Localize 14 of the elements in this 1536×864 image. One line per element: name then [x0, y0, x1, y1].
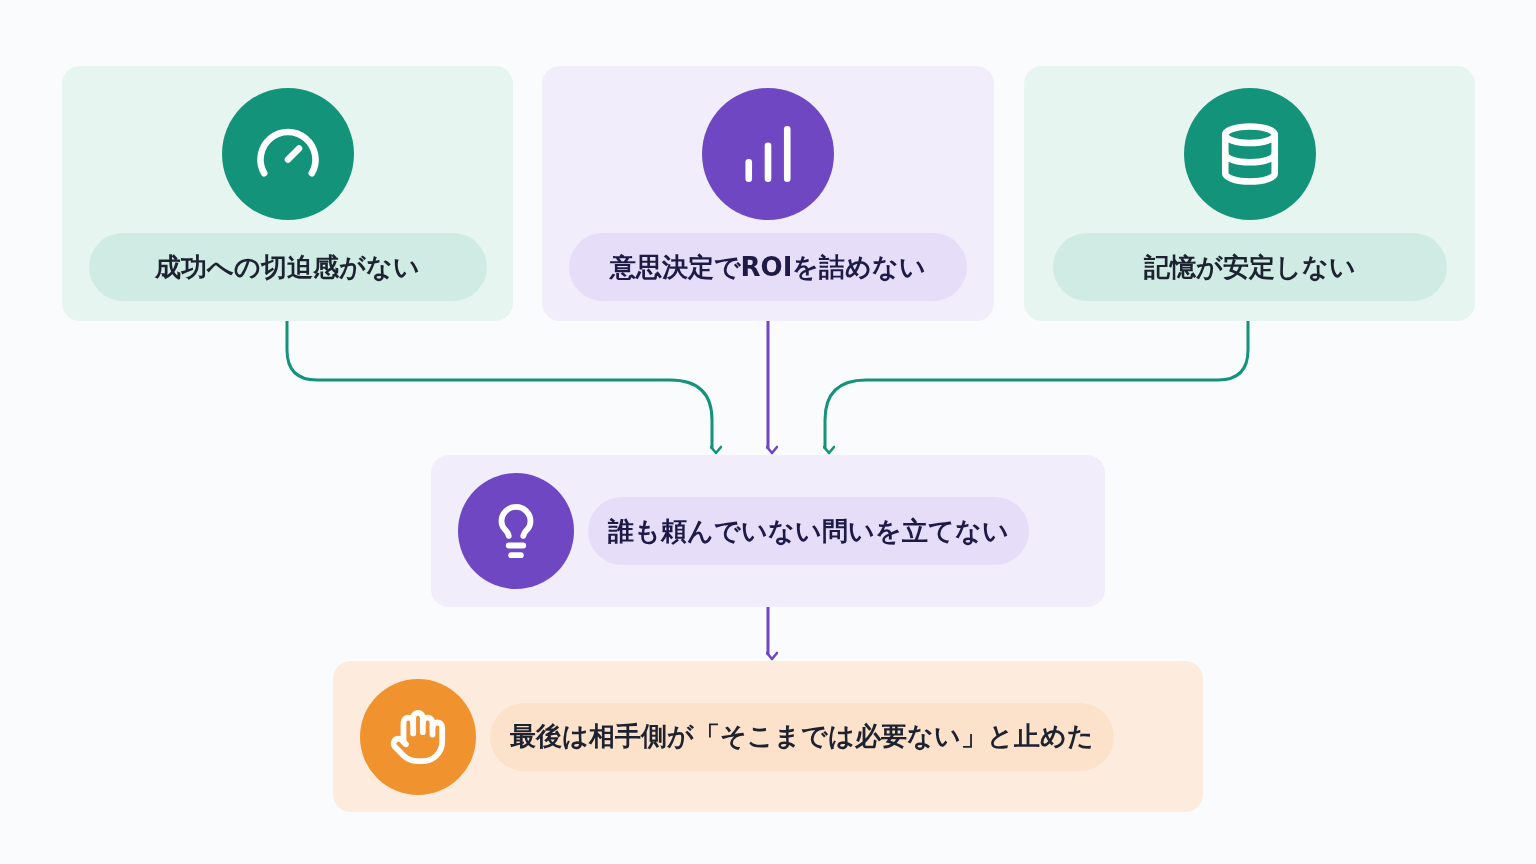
process-card	[431, 455, 1105, 607]
process-card	[333, 661, 1203, 812]
arrow	[765, 321, 779, 455]
arrow	[765, 607, 779, 661]
label-pill: 成功への切迫感がない	[88, 233, 487, 301]
label-pill: 最後は相手側が「そこまでは必要ない」と止めた	[490, 702, 1114, 771]
label-pill: 意思決定でROIを詰めない	[569, 233, 967, 301]
arrow	[285, 321, 723, 455]
process-card	[542, 66, 994, 321]
process-card	[1024, 66, 1475, 321]
arrow	[822, 321, 1250, 455]
label-pill: 記憶が安定しない	[1052, 233, 1447, 301]
label-pill: 誰も頼んでいない問いを立てない	[588, 497, 1029, 565]
process-card	[62, 66, 513, 321]
